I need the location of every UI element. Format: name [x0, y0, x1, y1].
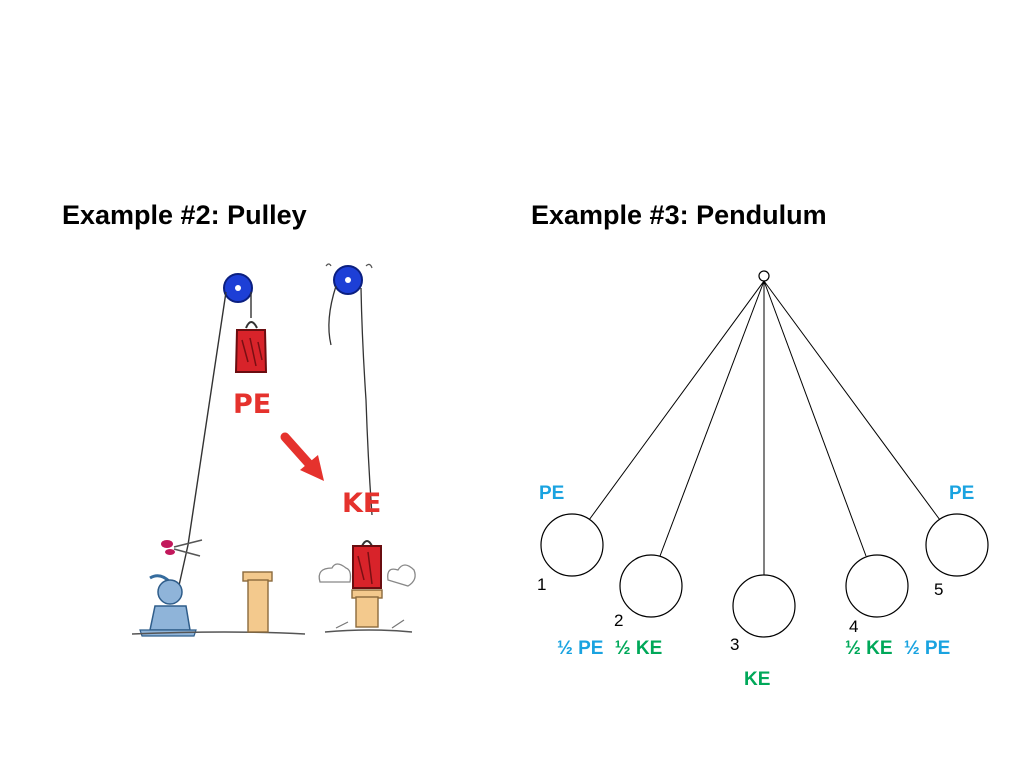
transition-arrow-icon — [280, 432, 324, 481]
bob-position-1 — [540, 513, 604, 577]
empty-post-icon — [242, 571, 273, 633]
pendulum-strings — [588, 280, 941, 575]
pulley-wheel-right-icon — [325, 263, 373, 295]
pe-label-cartoon: PE — [233, 389, 271, 420]
bob-position-5 — [925, 513, 989, 577]
impact-cloud-icon — [318, 563, 416, 587]
pivot-point — [758, 270, 770, 282]
cartoon-person-icon — [139, 574, 197, 637]
dropped-weight-icon — [352, 540, 382, 589]
pulley-rope-left — [177, 291, 227, 591]
ke-label-cartoon: KE — [342, 488, 381, 519]
ground-line-left — [131, 631, 306, 635]
pulley-cartoon: PE — [131, 263, 416, 637]
slack-rope-left — [328, 285, 337, 346]
crushed-post-icon — [335, 589, 405, 629]
pendulum-bobs — [540, 513, 989, 638]
ground-line-right — [324, 629, 413, 633]
half-ke-left: ½ KE — [615, 638, 663, 659]
pe-label-left: PE — [539, 483, 564, 504]
pe-label-right: PE — [949, 483, 974, 504]
ke-label-bottom: KE — [744, 669, 770, 690]
position-number-4: 4 — [849, 617, 858, 636]
bob-position-2 — [619, 554, 683, 618]
position-number-5: 5 — [934, 580, 943, 599]
position-number-2: 2 — [614, 611, 623, 630]
string-position-1 — [588, 280, 765, 521]
mixed-energy-label-right: ½ KE ½ PE — [845, 638, 950, 659]
position-number-3: 3 — [730, 635, 739, 654]
half-pe-right: ½ PE — [904, 638, 950, 659]
half-ke-right: ½ KE — [845, 638, 893, 659]
position-number-1: 1 — [537, 575, 546, 594]
bob-position-3 — [732, 574, 796, 638]
scissors-icon — [161, 539, 203, 557]
falling-rope-right — [360, 287, 373, 516]
raised-weight-icon — [234, 321, 268, 373]
string-position-5 — [763, 280, 941, 521]
bob-position-4 — [845, 554, 909, 618]
half-pe-left: ½ PE — [557, 638, 603, 659]
pulley-example-title: Example #2: Pulley — [62, 200, 307, 230]
string-position-4 — [763, 280, 867, 557]
pendulum-diagram: 1 2 3 4 5 PE PE ½ PE ½ KE KE ½ KE ½ PE — [537, 270, 989, 690]
pulley-wheel-left-icon — [223, 273, 253, 303]
pendulum-example-title: Example #3: Pendulum — [531, 200, 827, 230]
string-position-2 — [659, 280, 765, 557]
mixed-energy-label-left: ½ PE ½ KE — [557, 638, 662, 659]
